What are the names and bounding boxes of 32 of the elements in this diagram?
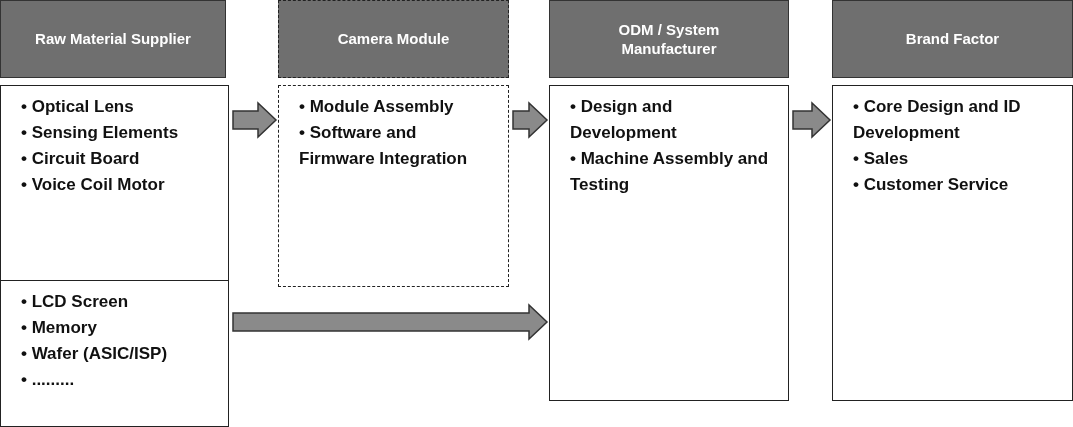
- list-box: [0, 280, 229, 427]
- header-box: [832, 0, 1073, 78]
- list-item: • Design and Development: [570, 96, 678, 144]
- list-box: [832, 85, 1073, 401]
- header-text: Raw Material Supplier: [34, 29, 192, 49]
- list-item: • Core Design and ID Development: [853, 96, 1022, 144]
- block-arrow: [792, 101, 832, 139]
- block-arrow: [232, 101, 278, 139]
- list-box: [0, 85, 229, 281]
- list-item: • Sales: [853, 148, 910, 170]
- list-item: • LCD Screen: [21, 291, 130, 313]
- list-item: • Memory: [21, 317, 98, 339]
- block-arrow: [232, 303, 549, 341]
- list-item: • Wafer (ASIC/ISP): [21, 343, 169, 365]
- header-box: [549, 0, 789, 78]
- header-box: [0, 0, 226, 78]
- header-text: Brand Factor: [904, 29, 1001, 49]
- list-box: [549, 85, 789, 401]
- list-box: [278, 85, 509, 287]
- header-box: [278, 0, 509, 78]
- list-item: • Circuit Board: [21, 148, 141, 170]
- list-item: • Optical Lens: [21, 96, 135, 118]
- list-item: • Software and Firmware Integration: [299, 122, 469, 170]
- header-text: Camera Module: [336, 29, 451, 49]
- list-item: • .........: [21, 369, 76, 391]
- list-item: • Customer Service: [853, 174, 1010, 196]
- list-item: • Sensing Elements: [21, 122, 180, 144]
- block-arrow: [512, 101, 549, 139]
- list-item: • Machine Assembly and Testing: [570, 148, 770, 196]
- header-text: ODM / System Manufacturer: [617, 19, 721, 59]
- list-item: • Module Assembly: [299, 96, 455, 118]
- list-item: • Voice Coil Motor: [21, 174, 166, 196]
